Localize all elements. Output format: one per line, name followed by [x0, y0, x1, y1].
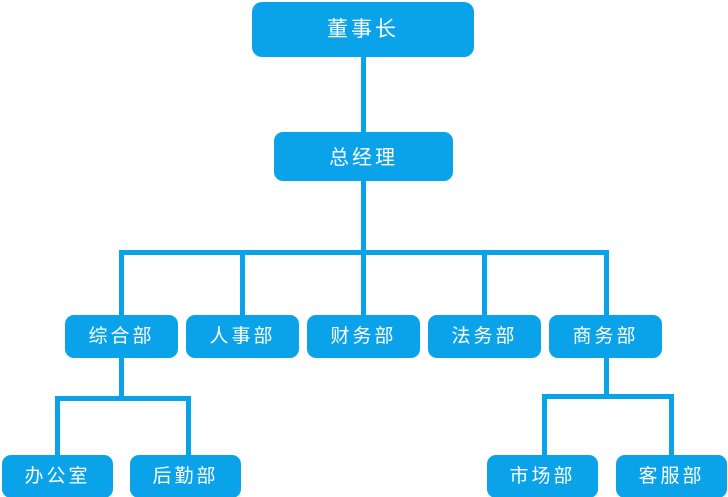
connector-bus-to-service [669, 394, 674, 456]
node-office[interactable]: 办公室 [2, 455, 113, 497]
connector-right-sub-bus [542, 394, 674, 399]
node-business-department[interactable]: 商务部 [549, 315, 662, 358]
connector-bus-to-business [604, 250, 609, 316]
node-general-department[interactable]: 综合部 [65, 315, 178, 358]
node-logistics-department[interactable]: 后勤部 [130, 455, 241, 497]
connector-general-to-bus [119, 357, 124, 399]
connector-left-sub-bus [55, 396, 191, 401]
connector-bus-to-finance [361, 250, 366, 316]
node-finance-department[interactable]: 财务部 [307, 315, 420, 358]
connector-chairman-to-gm [361, 57, 366, 132]
connector-business-to-bus [604, 357, 609, 397]
connector-bus-to-logistics [186, 396, 191, 456]
connector-gm-to-bus [361, 181, 366, 253]
node-customer-service-department[interactable]: 客服部 [616, 455, 727, 497]
connector-bus-to-legal [482, 250, 487, 316]
node-legal-department[interactable]: 法务部 [428, 315, 541, 358]
node-hr-department[interactable]: 人事部 [186, 315, 299, 358]
connector-bus-to-marketing [542, 394, 547, 456]
connector-bus-to-hr [240, 250, 245, 316]
node-chairman[interactable]: 董事长 [252, 2, 474, 57]
node-general-manager[interactable]: 总经理 [274, 132, 453, 181]
connector-bus-to-general [119, 250, 124, 316]
connector-bus-to-office [55, 396, 60, 456]
node-marketing-department[interactable]: 市场部 [487, 455, 598, 497]
